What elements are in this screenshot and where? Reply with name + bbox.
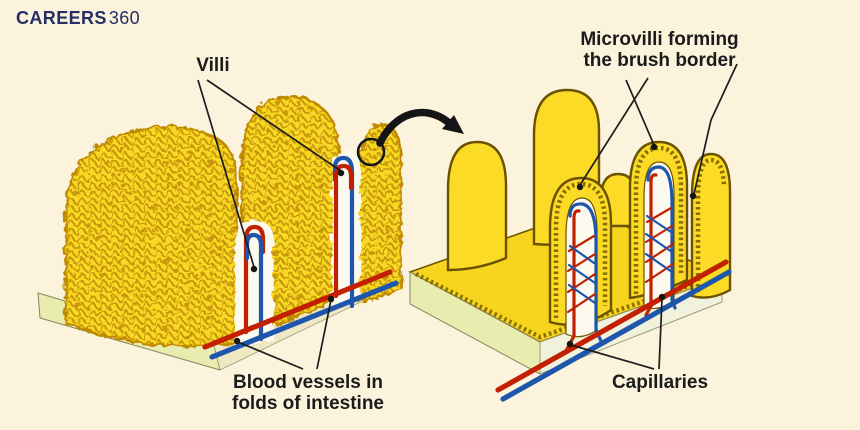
bloodvessel-pointer-2 [316,299,332,370]
brand-logo-light: 360 [108,8,141,28]
fuzzy-villus-mass-left [62,124,237,346]
bloodvessel-pointer-1 [237,341,304,370]
microvilli-label-line2: the brush border [583,50,736,71]
villi-pointer-1 [197,79,255,268]
blood-vessels-label: Blood vessels in folds of intestine [192,372,424,414]
right-microvilli-illustration [408,88,732,402]
capillary-network-a [565,202,603,351]
vein-loop-1 [244,232,264,342]
blood-vessels-label-line2: folds of intestine [232,393,384,414]
partial-villus-right [690,152,732,299]
villi-pointer-2 [206,79,342,172]
artery-loop-1 [243,224,266,335]
capillaries-pointer-1 [570,344,655,370]
villi-label: Villi [196,55,230,76]
microvilli-pointer-1 [579,77,649,186]
capillaries-pointer-2 [658,298,663,370]
blood-vessel-red [202,269,393,350]
zoom-arrowhead [442,115,464,134]
microvilli-label: Microvilli forming the brush border [537,29,782,71]
cut-villus-a-brush-band [553,181,608,318]
capillary-vessel-red [495,259,729,393]
partial-villus-brush-band [695,157,727,292]
vein-loop-2 [332,155,355,309]
pointer-dots [233,143,697,348]
cut-villus-b-brush-band [633,145,684,294]
capillaries-label: Capillaries [611,372,709,393]
microvilli-pointer-2 [625,79,655,146]
microvilli-label-line1: Microvilli forming [580,29,739,50]
left-villi-illustration [37,93,405,371]
magnifier-circle [356,137,386,167]
microvilli-pointer-3 [693,63,738,195]
smooth-villus-left [446,140,508,272]
fuzzy-villus-mass-right [355,120,401,302]
capillary-vessel-blue [500,269,732,402]
pointer-lines [197,63,738,370]
blood-vessels-label-line1: Blood vessels in [233,372,383,393]
zoom-arrow [376,108,464,147]
brand-logo-bold: CAREERS [16,8,107,28]
artery-loop-2 [333,163,354,299]
brush-border-edge-band [414,271,718,340]
